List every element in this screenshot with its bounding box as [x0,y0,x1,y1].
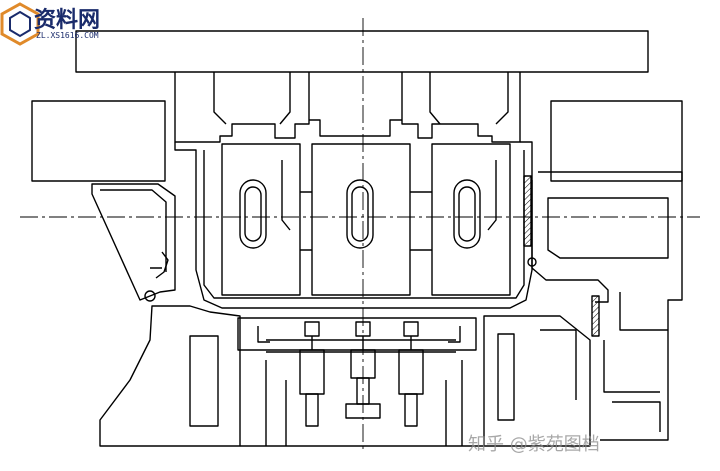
right-guide-block [550,100,683,182]
punch-block-left [221,143,301,296]
stripper-bar [266,339,456,353]
left-wedge-slide [91,183,176,301]
upper-holder-pocket-left [213,72,227,125]
upper-holder-pocket-mid-right [429,72,441,125]
punch-frame-outline [174,141,533,309]
left-guide-block [31,100,166,182]
upper-die-holder [174,72,521,143]
upper-holder-pocket-mid-left [279,72,291,125]
lower-die-shoe-left-pocket [189,335,219,427]
punch-step-lines [300,191,432,251]
lower-frame [240,360,484,447]
ejector-bolt-right [398,321,424,427]
logo-url: ZL.XS1616.COM [36,31,99,40]
right-side-outer [538,171,683,441]
right-step-upper [547,197,669,259]
right-side-body [531,180,609,303]
logo-emblem-icon [0,2,40,46]
lower-die-shoe-right [483,315,591,447]
punch-block-center [311,143,411,296]
centerlines [20,18,700,452]
punch-block-right [431,143,511,296]
right-pivot [527,257,537,267]
right-wear-plate [523,175,532,247]
site-logo-watermark: 资料网 ZL.XS1616.COM [0,0,120,49]
logo-text: 资料网 [34,8,101,33]
upper-holder-pocket-right [495,72,509,125]
top-clamp-plate [75,30,649,73]
left-spring-clip [150,251,169,279]
left-pivot [144,290,156,302]
right-step-lower [603,292,668,432]
zhihu-watermark: 知乎 @紫苑图档 [468,434,600,455]
stripper-plate [237,317,477,351]
lower-die-shoe-right-pocket [497,329,577,421]
lower-die-shoe-left [99,305,241,447]
right-lower-wear-plate [591,295,600,337]
punch-frame-inner [203,150,525,299]
stripper-hooks [257,326,461,343]
left-wedge-inner [100,189,167,272]
ejector-bolt-left [299,321,325,427]
ejector-bolt-center [345,321,381,419]
